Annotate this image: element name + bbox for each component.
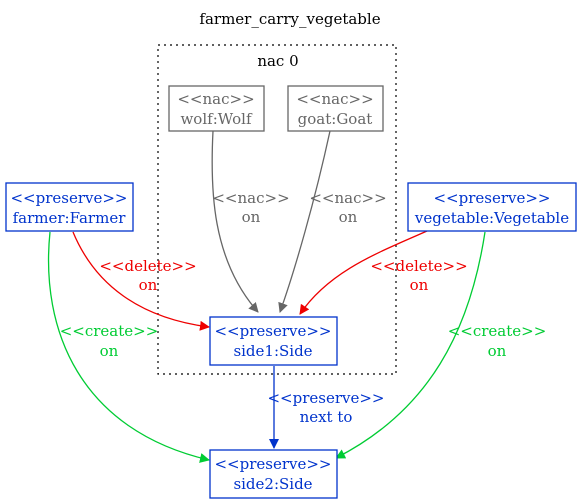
node-farmer[interactable]: <<preserve>> farmer:Farmer [5, 182, 134, 232]
edge-farmer-side1-label: on [139, 276, 158, 294]
node-wolf-name: wolf:Wolf [180, 110, 253, 128]
diagram-title: farmer_carry_vegetable [199, 10, 380, 28]
edge-side1-side2-label: next to [300, 408, 353, 426]
node-farmer-name: farmer:Farmer [13, 209, 127, 227]
node-goat-name: goat:Goat [298, 110, 373, 128]
node-side1[interactable]: <<preserve>> side1:Side [209, 316, 338, 366]
edge-wolf-side1-label: on [242, 208, 261, 226]
edge-farmer-side1 [72, 231, 210, 331]
node-wolf-stereotype: <<nac>> [177, 90, 254, 108]
edge-vegetable-side2 [335, 231, 486, 459]
node-goat[interactable]: <<nac>> goat:Goat [287, 85, 384, 132]
edge-farmer-side2 [47, 231, 210, 463]
edge-farmer-side2-label: on [100, 342, 119, 360]
edge-vegetable-side2-label: on [488, 342, 507, 360]
node-vegetable[interactable]: <<preserve>> vegetable:Vegetable [407, 182, 577, 232]
edge-goat-side1-label: on [339, 208, 358, 226]
edge-wolf-side1-stereotype: <<nac>> [212, 189, 289, 207]
edge-vegetable-side1-stereotype: <<delete>> [370, 257, 467, 275]
node-side2-stereotype: <<preserve>> [214, 455, 331, 473]
node-wolf[interactable]: <<nac>> wolf:Wolf [168, 85, 265, 132]
node-vegetable-name: vegetable:Vegetable [414, 209, 569, 227]
node-farmer-stereotype: <<preserve>> [10, 189, 127, 207]
edge-vegetable-side1-label: on [410, 276, 429, 294]
edge-farmer-side1-stereotype: <<delete>> [99, 257, 196, 275]
node-goat-stereotype: <<nac>> [296, 90, 373, 108]
edge-side1-side2-stereotype: <<preserve>> [267, 389, 384, 407]
edge-farmer-side2-stereotype: <<create>> [60, 322, 159, 340]
edge-vegetable-side1 [299, 230, 428, 315]
edge-vegetable-side2-stereotype: <<create>> [448, 322, 547, 340]
node-side1-stereotype: <<preserve>> [214, 322, 331, 340]
node-side2-name: side2:Side [233, 475, 312, 493]
node-side2[interactable]: <<preserve>> side2:Side [209, 449, 338, 499]
node-vegetable-stereotype: <<preserve>> [433, 189, 550, 207]
nac-cluster [157, 44, 397, 375]
edge-wolf-side1 [211, 130, 259, 313]
edge-goat-side1 [278, 130, 331, 313]
node-side1-name: side1:Side [233, 342, 312, 360]
edge-goat-side1-stereotype: <<nac>> [309, 189, 386, 207]
nac-cluster-label: nac 0 [257, 52, 298, 70]
